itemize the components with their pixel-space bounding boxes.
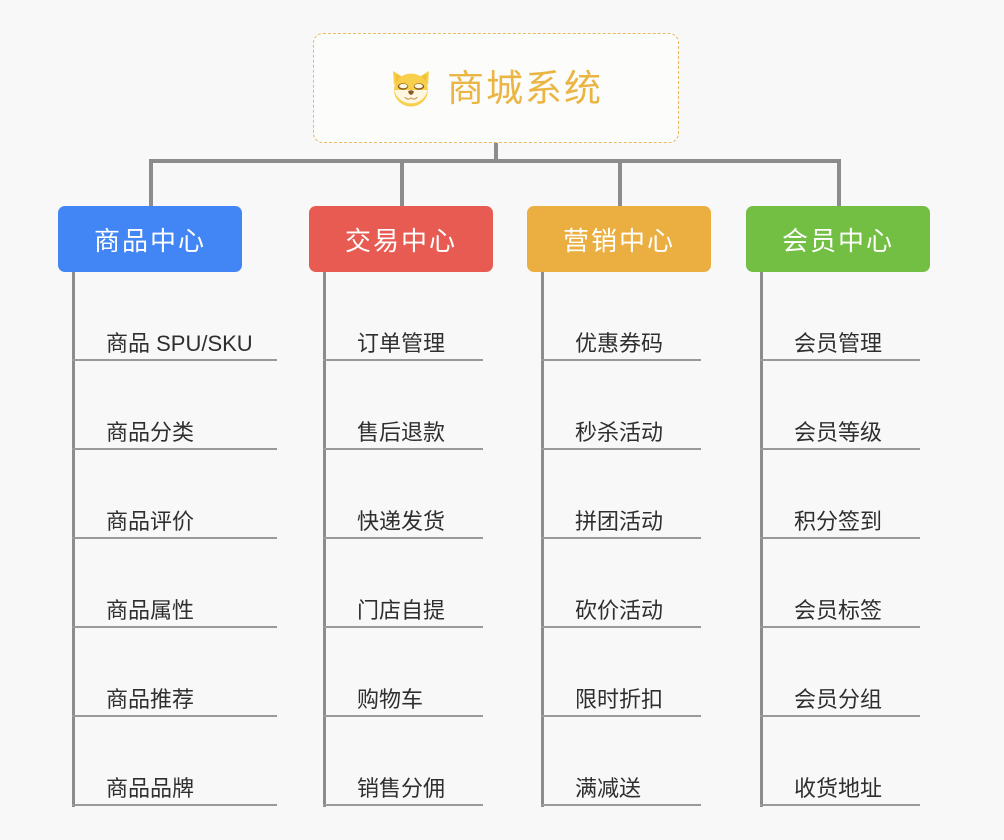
leaf-item[interactable]: 会员分组 bbox=[760, 628, 920, 717]
leaf-underline bbox=[72, 715, 277, 717]
leaf-underline bbox=[72, 448, 277, 450]
root-node-商城系统[interactable]: 商城系统 bbox=[313, 33, 679, 143]
leaf-label: 商品 SPU/SKU bbox=[106, 331, 253, 356]
leaf-item[interactable]: 销售分佣 bbox=[323, 717, 483, 806]
connector-root-stem bbox=[494, 143, 498, 163]
leaf-label: 商品评价 bbox=[106, 509, 195, 534]
leaf-underline bbox=[760, 626, 920, 628]
category-box-2[interactable]: 营销中心 bbox=[527, 206, 711, 272]
leaf-underline bbox=[72, 626, 277, 628]
leaf-item[interactable]: 商品评价 bbox=[72, 450, 277, 539]
leaf-item[interactable]: 会员管理 bbox=[760, 272, 920, 361]
leaf-label: 积分签到 bbox=[794, 509, 883, 534]
category-label-2: 营销中心 bbox=[562, 225, 675, 256]
category-box-1[interactable]: 交易中心 bbox=[309, 206, 493, 272]
connector-drop-1 bbox=[149, 159, 153, 207]
category-box-3[interactable]: 会员中心 bbox=[746, 206, 930, 272]
leaf-underline bbox=[323, 804, 483, 806]
leaf-item[interactable]: 满减送 bbox=[541, 717, 701, 806]
leaf-label: 秒杀活动 bbox=[575, 420, 664, 445]
leaf-item[interactable]: 积分签到 bbox=[760, 450, 920, 539]
leaf-underline bbox=[541, 715, 701, 717]
category-label-0: 商品中心 bbox=[93, 225, 206, 256]
leaf-label: 商品分类 bbox=[106, 420, 195, 445]
connector-drop-3 bbox=[618, 159, 622, 207]
leaf-label: 优惠券码 bbox=[575, 331, 664, 356]
leaf-item[interactable]: 商品品牌 bbox=[72, 717, 277, 806]
leaf-underline bbox=[541, 359, 701, 361]
leaf-label: 会员等级 bbox=[794, 420, 883, 445]
leaf-underline bbox=[541, 537, 701, 539]
category-label-1: 交易中心 bbox=[344, 225, 457, 256]
leaf-underline bbox=[323, 359, 483, 361]
leaf-underline bbox=[760, 359, 920, 361]
category-box-0[interactable]: 商品中心 bbox=[58, 206, 242, 272]
leaf-label: 会员管理 bbox=[794, 331, 883, 356]
leaf-label: 收货地址 bbox=[794, 776, 883, 801]
leaf-label: 商品推荐 bbox=[106, 687, 195, 712]
leaf-underline bbox=[760, 448, 920, 450]
leaf-underline bbox=[72, 804, 277, 806]
leaf-underline bbox=[760, 804, 920, 806]
connector-drop-4 bbox=[837, 159, 841, 207]
leaf-item[interactable]: 商品 SPU/SKU bbox=[72, 272, 277, 361]
leaf-item[interactable]: 订单管理 bbox=[323, 272, 483, 361]
leaf-underline bbox=[323, 537, 483, 539]
branch-trunk-2 bbox=[541, 272, 544, 807]
leaf-item[interactable]: 拼团活动 bbox=[541, 450, 701, 539]
connector-bus bbox=[150, 159, 840, 163]
leaf-item[interactable]: 限时折扣 bbox=[541, 628, 701, 717]
leaf-underline bbox=[541, 448, 701, 450]
leaf-underline bbox=[72, 359, 277, 361]
leaf-label: 售后退款 bbox=[357, 420, 446, 445]
leaf-item[interactable]: 收货地址 bbox=[760, 717, 920, 806]
leaf-label: 会员标签 bbox=[794, 598, 883, 623]
shiba-dog-icon bbox=[393, 71, 429, 107]
leaf-item[interactable]: 商品属性 bbox=[72, 539, 277, 628]
leaf-item[interactable]: 购物车 bbox=[323, 628, 483, 717]
leaf-label: 订单管理 bbox=[357, 331, 446, 356]
leaf-label: 会员分组 bbox=[794, 687, 883, 712]
leaf-underline bbox=[541, 804, 701, 806]
branch-trunk-0 bbox=[72, 272, 75, 807]
leaf-label: 限时折扣 bbox=[575, 687, 664, 712]
leaf-item[interactable]: 砍价活动 bbox=[541, 539, 701, 628]
branch-trunk-3 bbox=[760, 272, 763, 807]
leaf-label: 销售分佣 bbox=[357, 776, 446, 801]
leaf-underline bbox=[323, 448, 483, 450]
leaf-label: 快递发货 bbox=[357, 509, 446, 534]
leaf-label: 购物车 bbox=[357, 687, 424, 712]
leaf-item[interactable]: 商品分类 bbox=[72, 361, 277, 450]
leaf-label: 商品品牌 bbox=[106, 776, 195, 801]
leaf-item[interactable]: 快递发货 bbox=[323, 450, 483, 539]
leaf-underline bbox=[760, 715, 920, 717]
leaf-item[interactable]: 门店自提 bbox=[323, 539, 483, 628]
connector-drop-2 bbox=[400, 159, 404, 207]
leaf-item[interactable]: 优惠券码 bbox=[541, 272, 701, 361]
root-title: 商城系统 bbox=[447, 67, 603, 109]
leaf-item[interactable]: 会员等级 bbox=[760, 361, 920, 450]
leaf-item[interactable]: 会员标签 bbox=[760, 539, 920, 628]
leaf-label: 砍价活动 bbox=[575, 598, 664, 623]
leaf-label: 商品属性 bbox=[106, 598, 195, 623]
leaf-underline bbox=[72, 537, 277, 539]
leaf-underline bbox=[323, 715, 483, 717]
leaf-underline bbox=[541, 626, 701, 628]
leaf-label: 满减送 bbox=[575, 776, 642, 801]
leaf-underline bbox=[760, 537, 920, 539]
leaf-item[interactable]: 秒杀活动 bbox=[541, 361, 701, 450]
leaf-item[interactable]: 售后退款 bbox=[323, 361, 483, 450]
leaf-label: 门店自提 bbox=[357, 598, 446, 623]
leaf-item[interactable]: 商品推荐 bbox=[72, 628, 277, 717]
leaf-label: 拼团活动 bbox=[575, 509, 664, 534]
category-label-3: 会员中心 bbox=[781, 225, 894, 256]
branch-trunk-1 bbox=[323, 272, 326, 807]
leaf-underline bbox=[323, 626, 483, 628]
